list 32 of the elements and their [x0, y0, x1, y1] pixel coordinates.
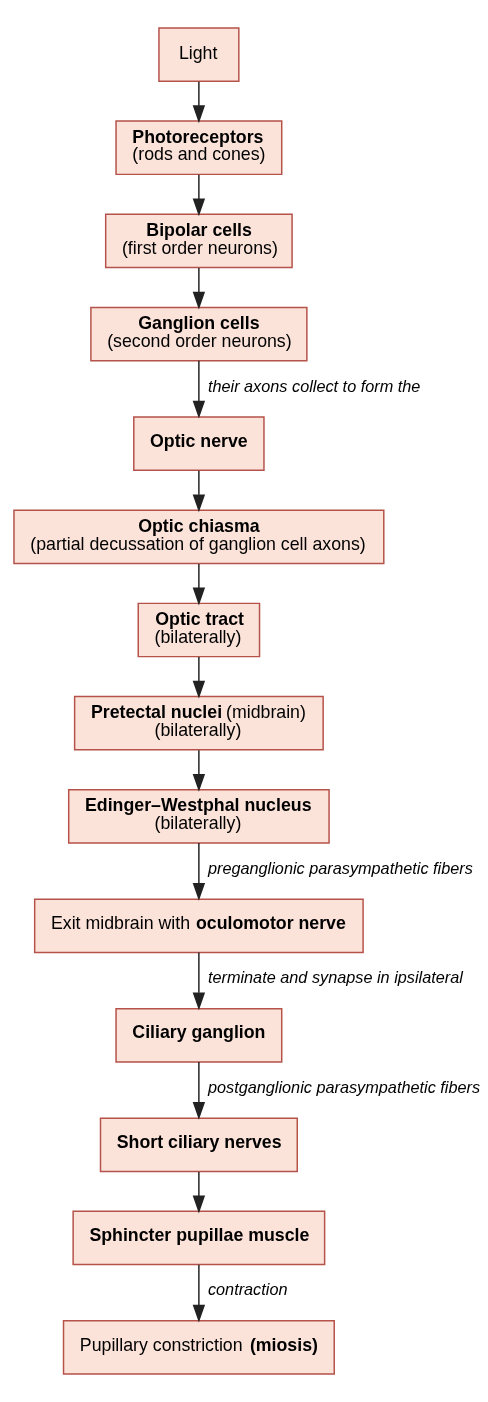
node-box: Short ciliary nerves: [99, 1117, 298, 1173]
node-box: Ganglion cells (second order neurons): [90, 306, 308, 362]
node-box: Exit midbrain with oculomotor nerve: [33, 898, 364, 954]
edge-label: postganglionic parasympathetic fibers: [207, 1077, 481, 1096]
node-box: Optic chiasma (partial decussation of ganglion cell axons): [13, 509, 385, 565]
node-box: Sphincter pupillae muscle: [72, 1210, 326, 1266]
arrow: [192, 469, 206, 513]
arrow: [192, 1061, 206, 1120]
arrow: [192, 656, 206, 699]
arrow: [192, 80, 206, 124]
node-box: Bipolar cells (first order neurons): [104, 213, 293, 269]
arrow: [192, 1263, 206, 1323]
node-box: Pupillary constriction (miosis): [62, 1320, 335, 1375]
node-box: Light: [158, 27, 240, 82]
node-box: Ciliary ganglion: [115, 1007, 283, 1063]
arrow: [192, 360, 206, 419]
arrow: [192, 1171, 206, 1214]
arrow: [192, 267, 206, 310]
edge-label: preganglionic parasympathetic fibers: [207, 858, 473, 877]
node-box: Photoreceptors (rods and cones): [115, 120, 283, 176]
edge-label: their axons collect to form the: [207, 376, 421, 395]
arrow: [192, 174, 206, 217]
edge-label: terminate and synapse in ipsilateral: [207, 968, 463, 987]
node-box: Optic nerve: [133, 416, 265, 471]
edge-label: contraction: [207, 1280, 288, 1299]
node-box: Edinger–Westphal nucleus (bilaterally): [67, 789, 330, 844]
arrow: [192, 951, 206, 1011]
node-box: Optic tract (bilaterally): [137, 602, 261, 658]
arrow: [192, 842, 206, 901]
node-box: Pretectal nuclei (midbrain) (bilaterally): [73, 695, 324, 751]
arrow: [192, 749, 206, 792]
arrow: [192, 563, 206, 606]
